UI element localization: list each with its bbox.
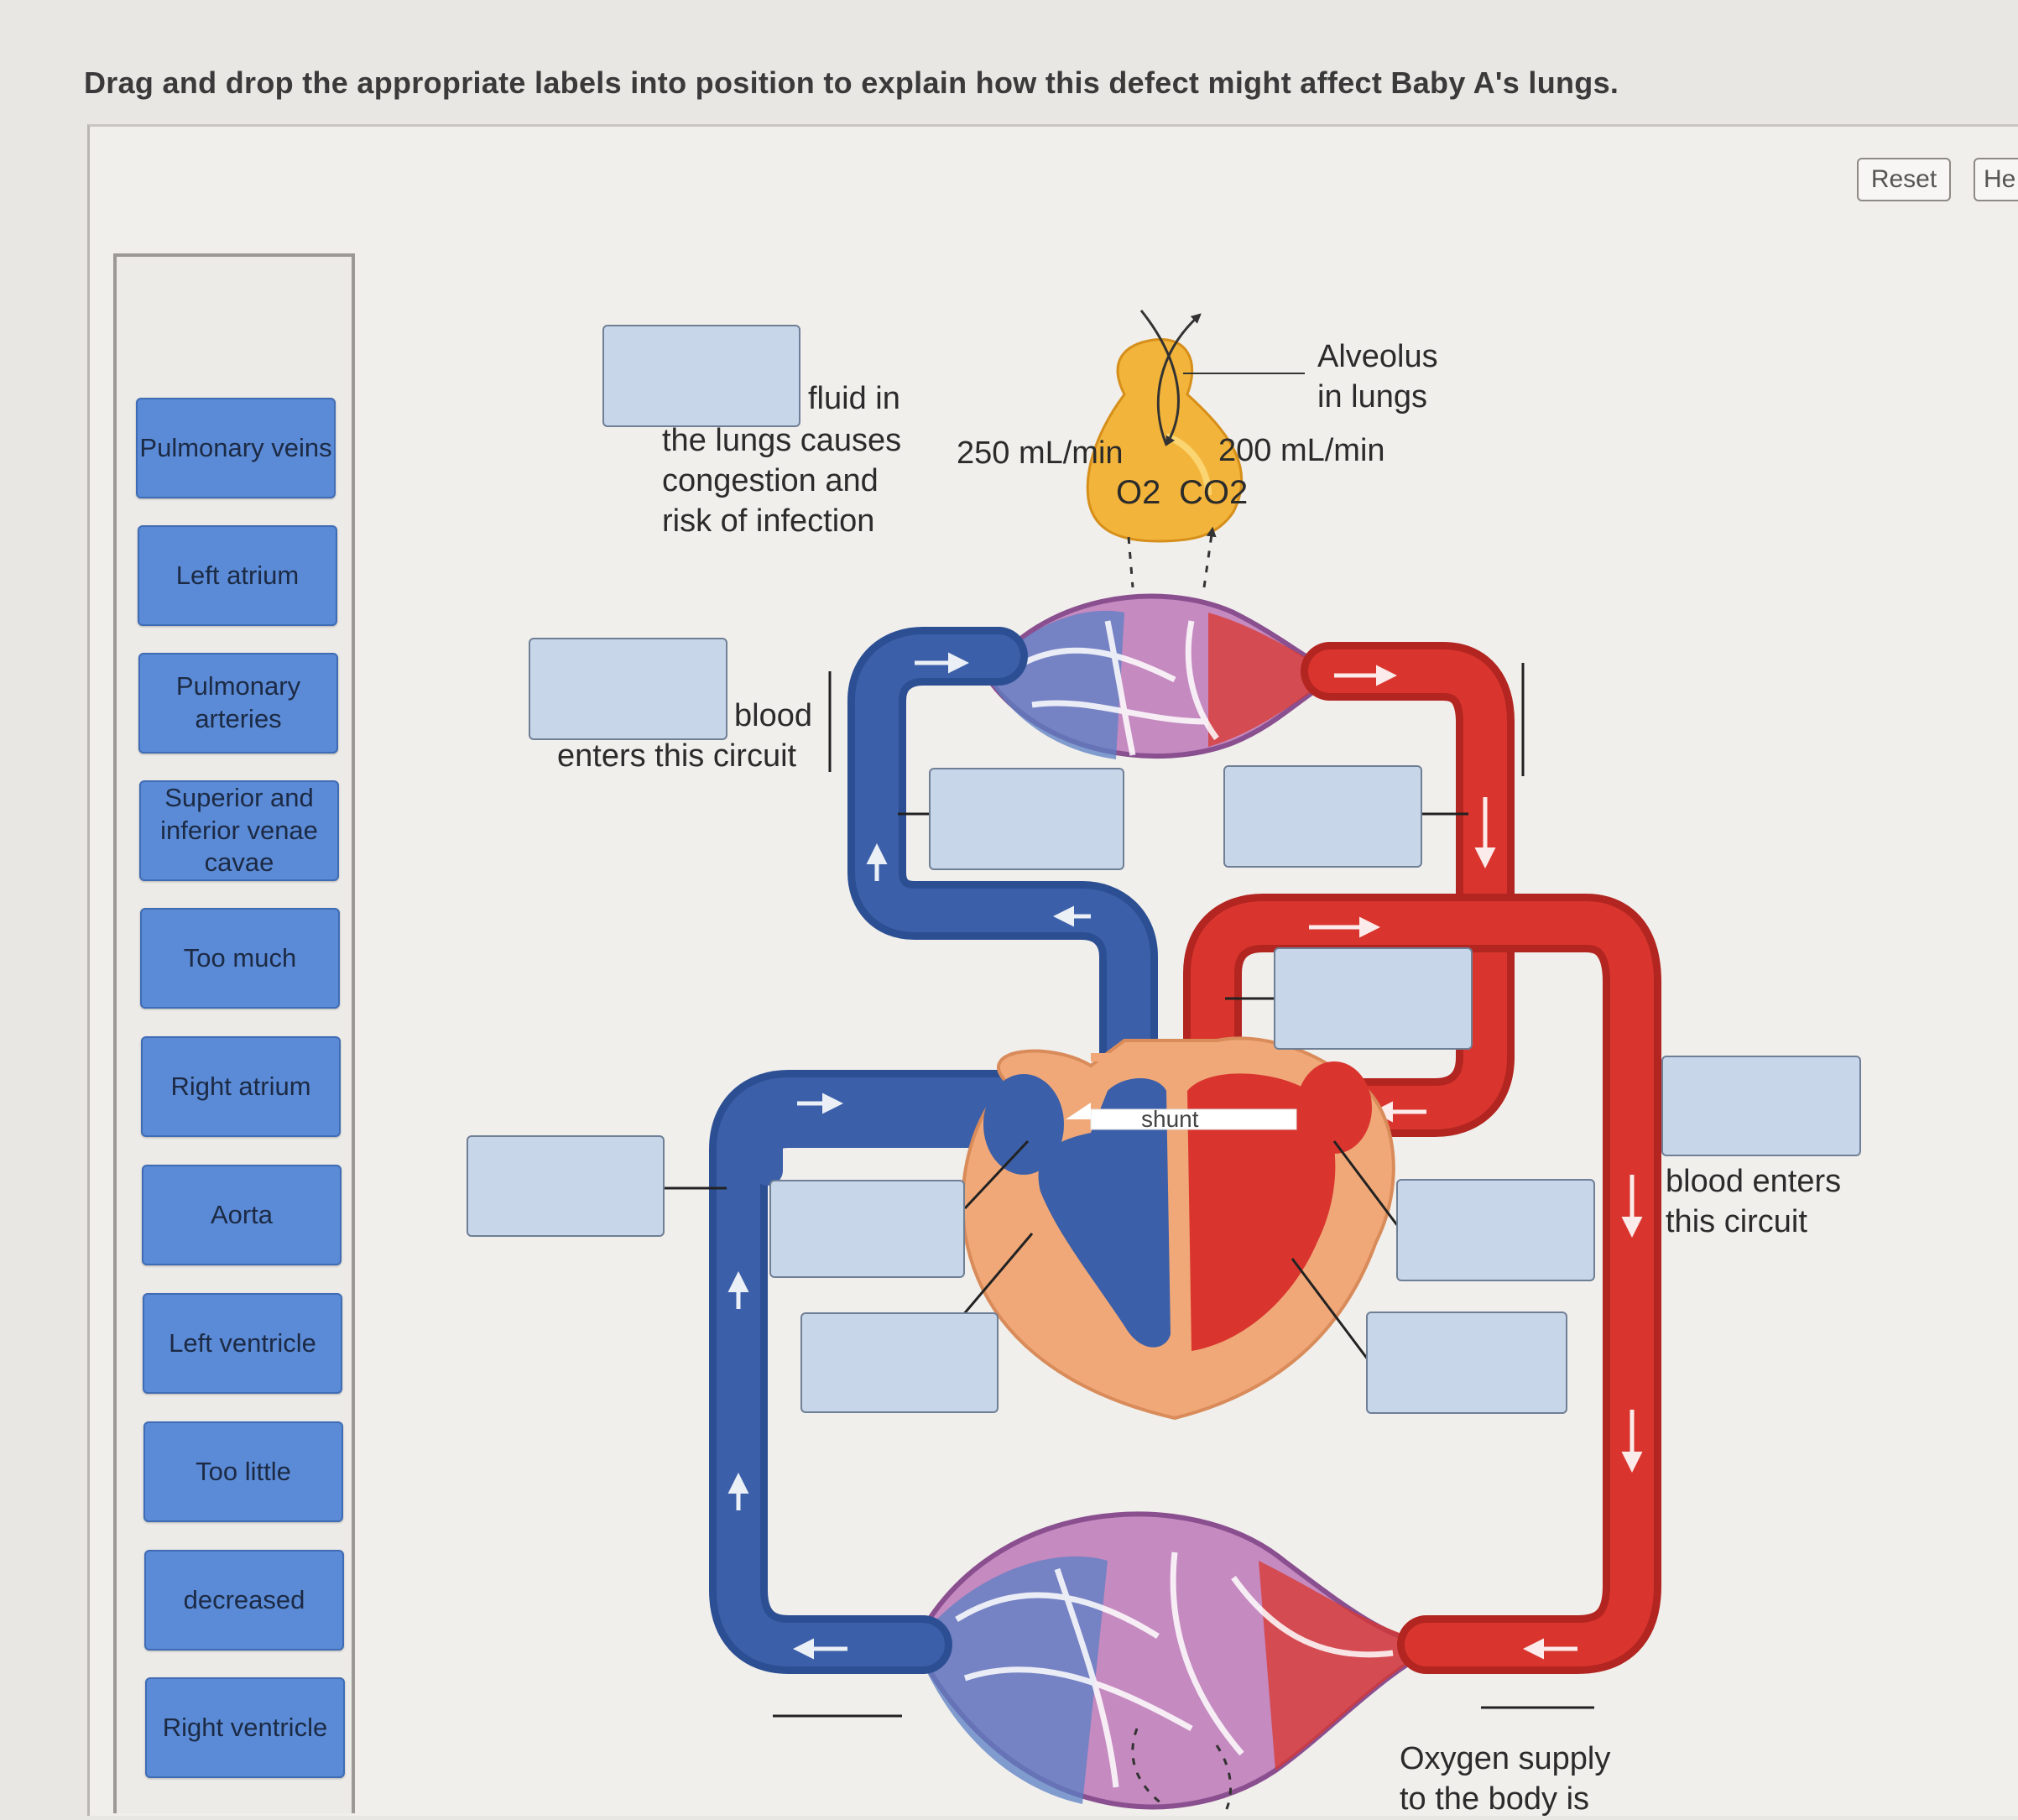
- oxygen-supply-text-1: Oxygen supply: [1400, 1741, 1611, 1776]
- drop-target-right-ventricle[interactable]: [800, 1312, 999, 1413]
- alveolus-label-1: Alveolus: [1317, 339, 1438, 374]
- fluid-text-line-2: the lungs causes: [662, 423, 902, 458]
- co2-flow-rate: 200 mL/min: [1218, 433, 1385, 468]
- flow-arrows: [727, 652, 1643, 1660]
- label-tile-pulmonary-veins[interactable]: Pulmonary veins: [136, 398, 336, 498]
- systemic-capillary-bed: [911, 1511, 1445, 1810]
- label-tile-left-ventricle[interactable]: Left ventricle: [143, 1293, 342, 1394]
- drop-target-fluid-amount[interactable]: [602, 325, 800, 427]
- gas-exchange-arrows: [1127, 310, 1305, 1813]
- drop-target-left-atrium[interactable]: [1396, 1179, 1595, 1281]
- label-tile-too-much[interactable]: Too much: [140, 908, 340, 1009]
- pulmonary-blood-text-2: enters this circuit: [557, 738, 797, 774]
- alveolus-label-2: in lungs: [1317, 379, 1427, 415]
- label-tile-left-atrium[interactable]: Left atrium: [138, 525, 337, 626]
- systemic-blood-text-2: this circuit: [1666, 1204, 1807, 1239]
- drop-target-pulmonary-vein[interactable]: [1223, 765, 1422, 868]
- fluid-text-first-line: fluid in: [808, 381, 900, 416]
- label-tile-right-ventricle[interactable]: Right ventricle: [145, 1677, 345, 1778]
- blood-vessels: [709, 627, 1661, 1674]
- o2-flow-rate: 250 mL/min: [957, 435, 1124, 471]
- instruction-text: Drag and drop the appropriate labels int…: [84, 65, 1619, 100]
- fluid-text-line-4: risk of infection: [662, 503, 875, 539]
- drop-target-right-atrium[interactable]: [769, 1180, 965, 1278]
- drop-target-left-ventricle[interactable]: [1366, 1312, 1567, 1414]
- drop-target-venae-cavae[interactable]: [467, 1135, 665, 1237]
- co2-label: CO2: [1179, 474, 1249, 511]
- help-button[interactable]: He: [1974, 158, 2018, 201]
- label-tile-venae-cavae[interactable]: Superior and inferior venae cavae: [139, 780, 339, 881]
- label-tile-decreased[interactable]: decreased: [144, 1550, 344, 1651]
- label-tile-aorta[interactable]: Aorta: [142, 1165, 342, 1265]
- drop-target-pulmonary-artery[interactable]: [929, 768, 1124, 870]
- label-tile-too-little[interactable]: Too little: [143, 1421, 343, 1522]
- systemic-blood-text-1: blood enters: [1666, 1164, 1842, 1199]
- drop-target-pulmonary-blood[interactable]: [529, 638, 727, 740]
- o2-label: O2: [1116, 474, 1161, 511]
- label-tile-pulmonary-arteries[interactable]: Pulmonary arteries: [138, 653, 338, 754]
- heart: [961, 1036, 1395, 1421]
- shunt-arrow: [1066, 1103, 1297, 1130]
- oxygen-supply-text-2: to the body is: [1400, 1781, 1590, 1817]
- shunt-label: shunt: [1141, 1106, 1199, 1132]
- reset-button[interactable]: Reset: [1857, 158, 1951, 201]
- label-tile-right-atrium[interactable]: Right atrium: [141, 1036, 341, 1137]
- pulmonary-blood-text-1: blood: [734, 698, 812, 733]
- drop-target-systemic-blood[interactable]: [1661, 1056, 1861, 1156]
- pulmonary-capillary-bed: [983, 593, 1350, 759]
- drop-target-aorta[interactable]: [1274, 947, 1473, 1050]
- fluid-text-line-3: congestion and: [662, 463, 879, 498]
